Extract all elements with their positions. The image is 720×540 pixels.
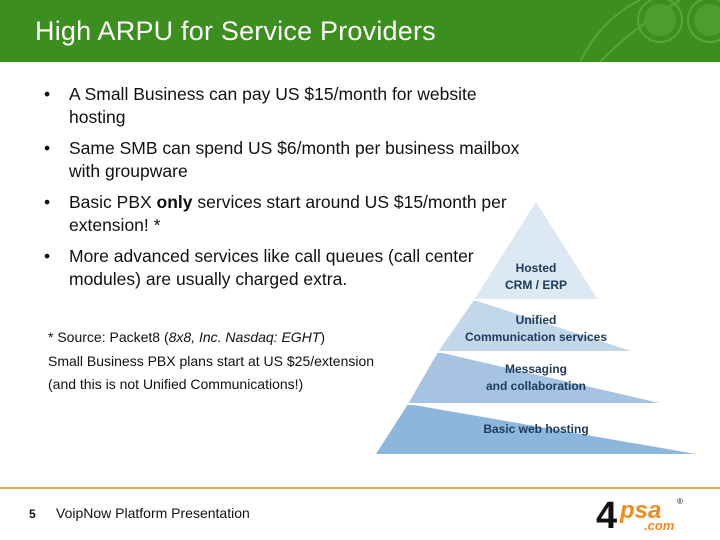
bullet-text: A Small Business can pay US $15/month fo… <box>69 84 477 127</box>
logo-suffix: .com <box>644 518 675 533</box>
slide-title: High ARPU for Service Providers <box>35 16 436 46</box>
pyramid-level-hosted-crm <box>474 202 598 300</box>
logo-brand: psa <box>619 497 661 524</box>
source-note: * Source: Packet8 (8x8, Inc. Nasdaq: EGH… <box>48 326 374 397</box>
pyramid-label-unified: Unified <box>516 313 557 327</box>
services-pyramid: Hosted CRM / ERP Unified Communication s… <box>376 202 696 454</box>
bullet-text: More advanced services like call queues … <box>69 246 474 289</box>
pyramid-level-web-hosting <box>376 404 696 454</box>
bullet-marker: • <box>44 84 51 104</box>
pyramid-label-crm-erp: CRM / ERP <box>505 278 567 292</box>
logo-digit: 4 <box>596 495 617 534</box>
page-number: 5 <box>29 507 36 521</box>
pyramid-level-messaging <box>408 352 664 404</box>
bullet-item-pbx: • Basic PBX only services start around U… <box>44 191 524 237</box>
bullet-marker: • <box>44 246 51 266</box>
bullet-text-end: services start around US $15/month per e… <box>69 192 512 235</box>
company-logo: 4 psa .com ® <box>596 495 683 534</box>
note-line-pbx-plans: Small Business PBX plans start at US $25… <box>48 352 375 369</box>
bullet-item-mailbox: • Same SMB can spend US $6/month per bus… <box>44 137 524 183</box>
pyramid-label-web-hosting: Basic web hosting <box>483 422 588 436</box>
bullet-item-advanced-services: • More advanced services like call queue… <box>44 245 524 291</box>
footer-divider <box>0 487 720 489</box>
note-suffix: ) <box>320 329 326 345</box>
logo-registered-mark: ® <box>677 497 683 506</box>
bullet-marker: • <box>44 138 51 158</box>
pyramid-label-communication: Communication services <box>465 330 607 344</box>
pyramid-level-unified <box>438 300 634 352</box>
bullet-item-website-hosting: • A Small Business can pay US $15/month … <box>44 83 524 129</box>
bullet-marker: • <box>44 192 51 212</box>
title-bar: High ARPU for Service Providers <box>0 0 720 62</box>
presentation-title: VoipNow Platform Presentation <box>56 505 250 521</box>
note-line-source: * Source: Packet8 (8x8, Inc. Nasdaq: EGH… <box>48 326 374 350</box>
pyramid-label-collaboration: and collaboration <box>486 379 586 393</box>
pyramid-label-messaging: Messaging <box>505 362 567 376</box>
note-prefix: * Source: Packet8 ( <box>48 329 169 345</box>
note-italic: 8x8, Inc. Nasdaq: EGHT <box>168 329 321 345</box>
note-line-unified: (and this is not Unified Communications!… <box>48 376 304 392</box>
globe-pattern-decoration <box>579 0 720 62</box>
bullet-emphasis: only <box>151 192 193 212</box>
bullet-list: • A Small Business can pay US $15/month … <box>44 83 524 299</box>
pyramid-label-hosted: Hosted <box>516 261 557 275</box>
bullet-text: Same SMB can spend US $6/month per busin… <box>69 138 520 181</box>
bullet-text: Basic PBX <box>69 192 152 212</box>
